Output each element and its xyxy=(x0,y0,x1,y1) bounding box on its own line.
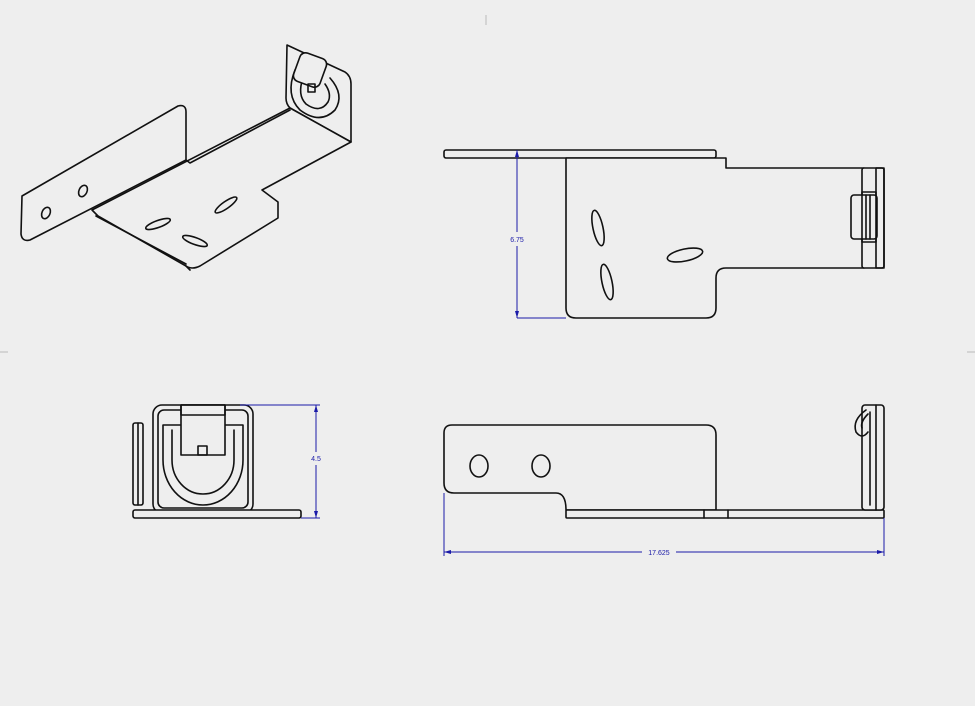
dimension-label: 6.75 xyxy=(510,237,524,244)
dimension-17-625: 17.625 xyxy=(443,493,885,557)
isometric-view xyxy=(20,44,352,271)
dimension-4-5: 4.5 xyxy=(240,404,321,519)
dimension-label: 4.5 xyxy=(311,456,321,463)
dimension-6-75: 6.75 xyxy=(510,150,566,319)
dimension-label: 17.625 xyxy=(648,550,670,557)
front-view xyxy=(132,404,302,519)
center-marks xyxy=(0,15,975,353)
side-view xyxy=(443,404,885,519)
top-view xyxy=(443,149,885,319)
